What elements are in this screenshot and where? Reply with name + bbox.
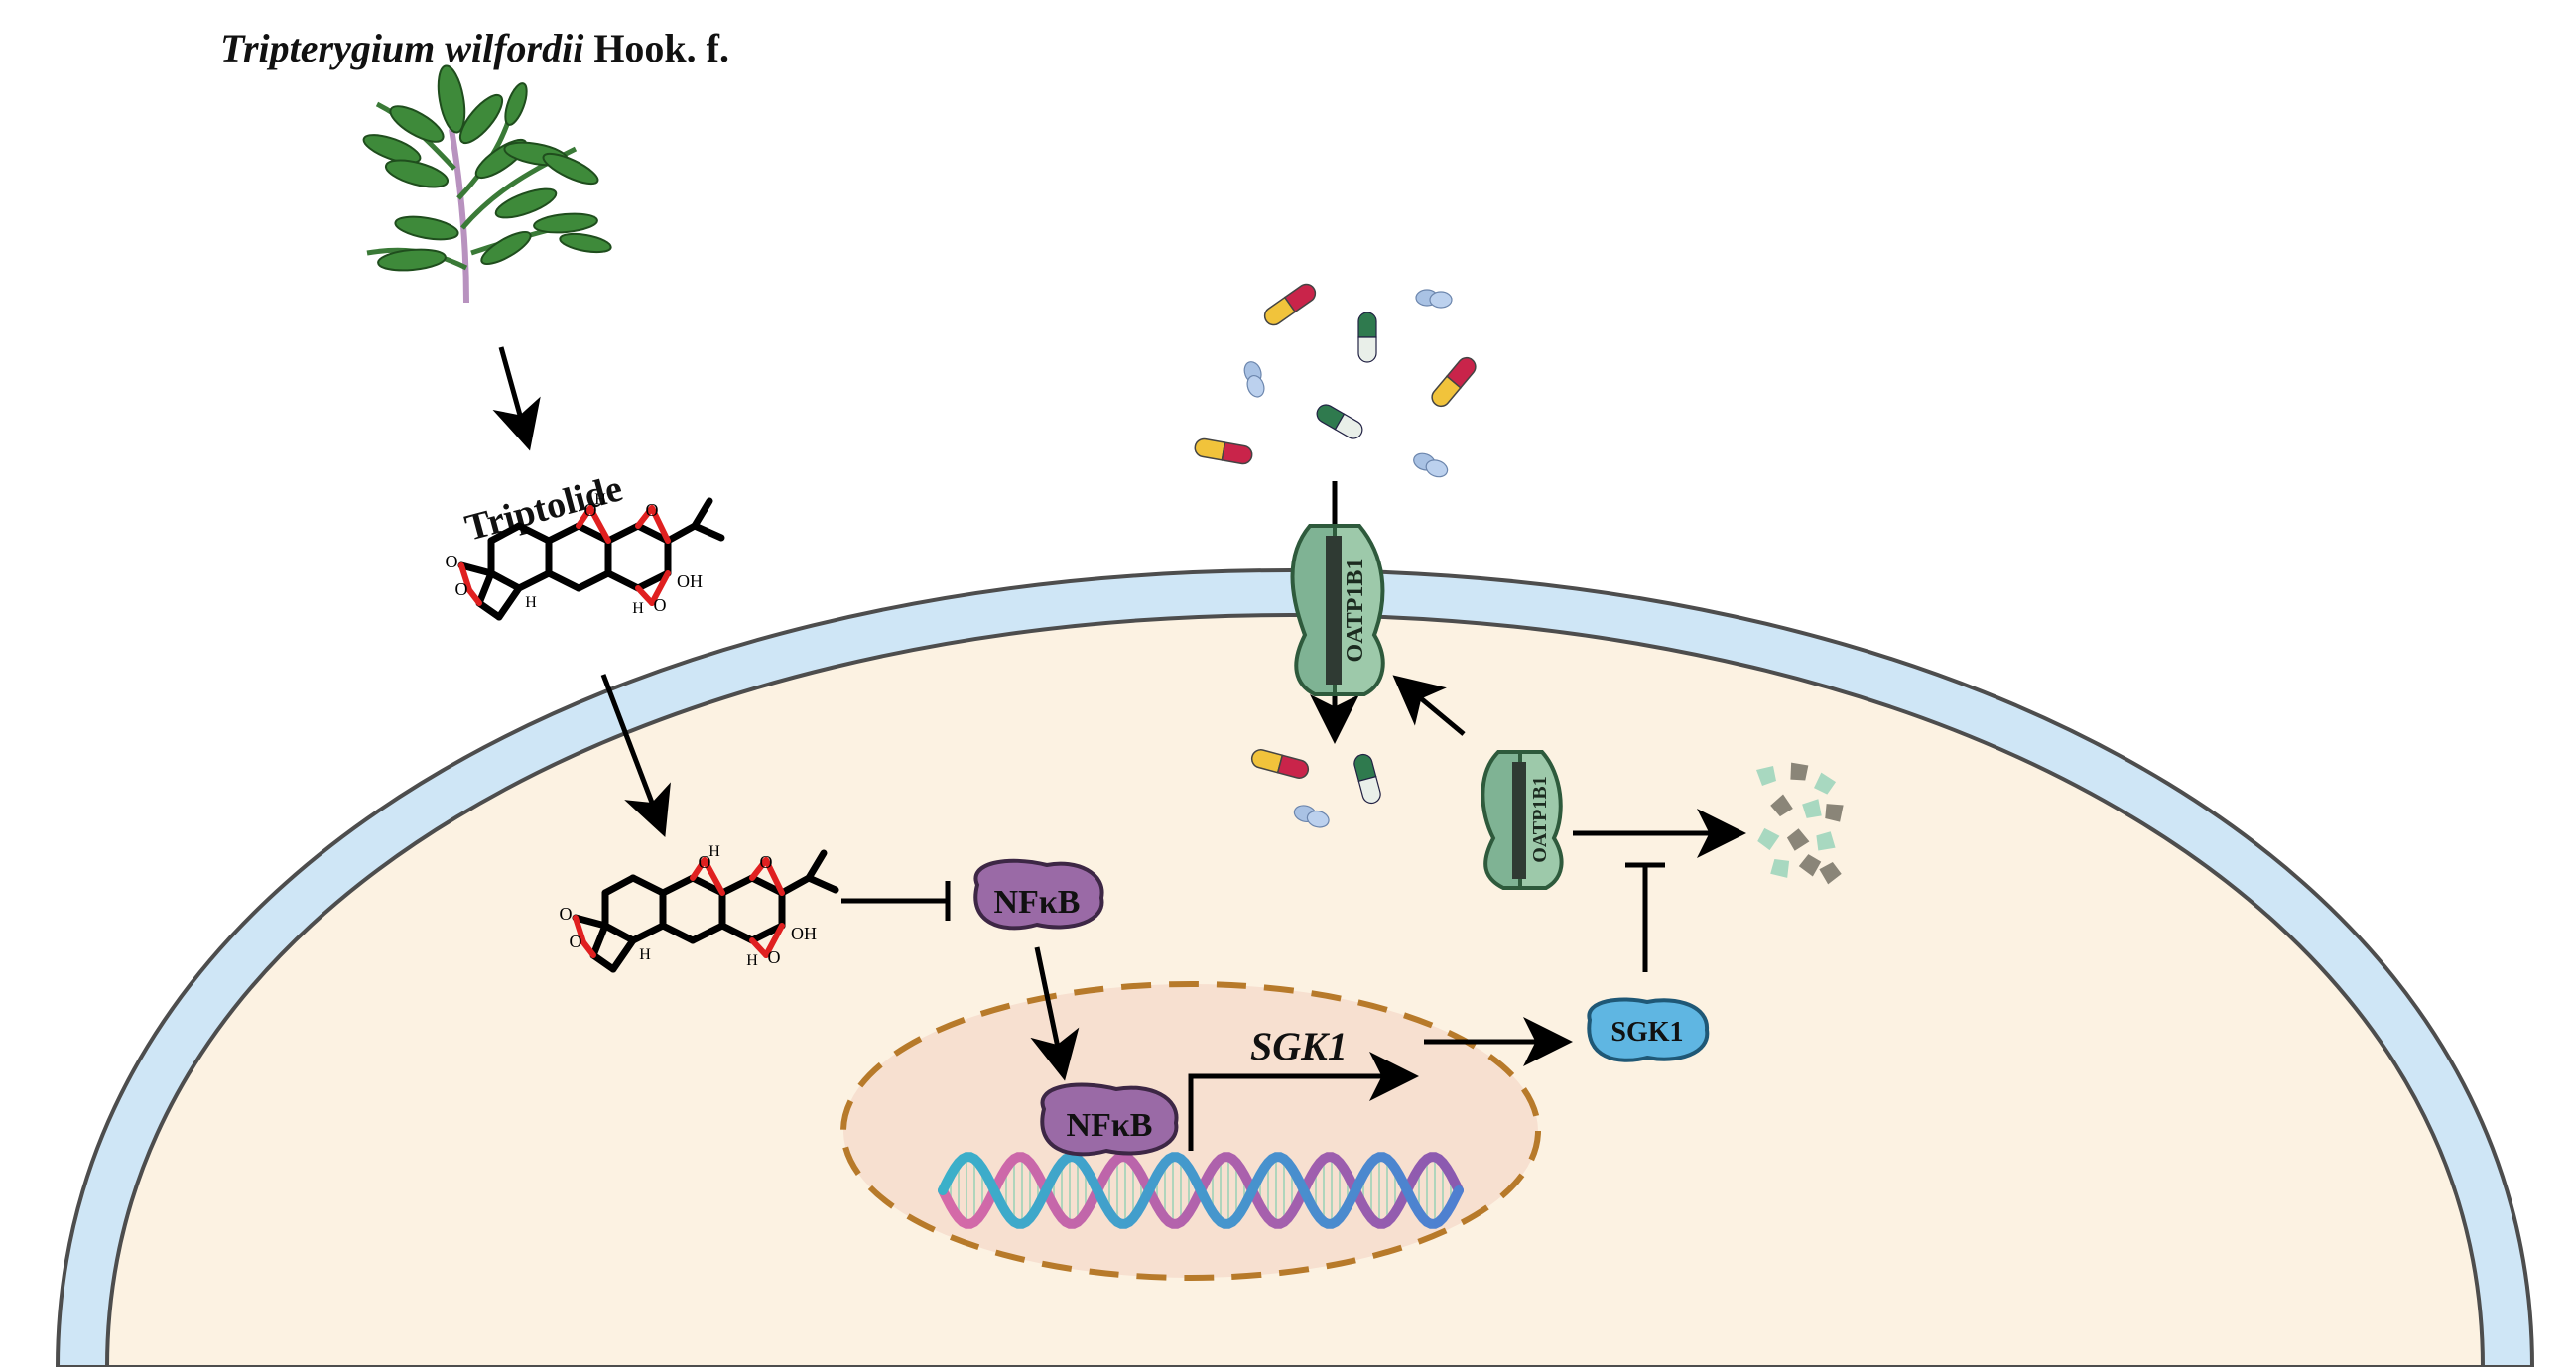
fragment [1770, 794, 1793, 817]
fragment [1814, 772, 1837, 795]
capsule-icon [1431, 356, 1477, 408]
plant-name: Tripterygium wilfordii Hook. f. [220, 26, 729, 70]
sgk1-kinase: SGK1 [1587, 997, 1710, 1062]
nfkb-nucleus-label: NFκB [1067, 1107, 1153, 1144]
inhibition-lines [841, 862, 1665, 972]
green-capsule-icon [1353, 753, 1381, 805]
pill-icon [1415, 289, 1453, 309]
oatp1b1-cytoplasmic-label: OATP1B1 [1529, 776, 1551, 862]
atom-label: O [768, 947, 781, 967]
fragment [1770, 859, 1790, 878]
atom-label: O [584, 500, 597, 520]
drug-molecules [1194, 283, 1477, 828]
atom-label: O [446, 552, 458, 571]
pill-icon [1413, 452, 1449, 478]
cell [55, 567, 2535, 1369]
atom-label: H [746, 952, 758, 969]
atom-label: OH [791, 924, 817, 943]
atom-label: H [639, 946, 651, 963]
capsule-icon [1250, 749, 1310, 779]
atom-label: O [699, 852, 711, 872]
atom-label: O [570, 932, 582, 951]
atom-label: O [646, 500, 659, 520]
nfkb-cytoplasm-label: NFκB [994, 884, 1081, 921]
dna-helix [938, 1152, 1464, 1229]
arrow-oatp-recycle-to-membrane [1392, 675, 1466, 736]
oatp1b1-membrane-label: OATP1B1 [1343, 559, 1368, 663]
fragment [1790, 762, 1809, 781]
atom-label: H [708, 843, 720, 860]
atom-label: H [525, 594, 537, 611]
atom-label: OH [677, 571, 703, 591]
fragment [1802, 799, 1822, 818]
nfkb-nucleus: NFκB [1040, 1082, 1179, 1157]
atom-label: O [455, 579, 468, 599]
green-capsule-icon [1316, 404, 1363, 439]
plant-icon [362, 64, 612, 304]
arrow-nfkb-to-nucleus [1030, 946, 1080, 1081]
fragment [1756, 766, 1776, 786]
fragment [1757, 827, 1780, 851]
oatp1b1-cytoplasmic-transporter: OATP1B1 [1481, 750, 1564, 890]
atom-label: H [632, 600, 644, 617]
capsule-icon [1194, 437, 1253, 465]
degradation-fragments [1756, 762, 1844, 885]
fragment [1816, 831, 1836, 851]
arrow-triptolide-into-cell [600, 674, 671, 838]
fragment [1825, 804, 1844, 822]
fragment [1798, 854, 1822, 877]
atom-label: O [654, 595, 667, 615]
green-capsule-icon [1357, 312, 1377, 363]
sgk1-kinase-label: SGK1 [1610, 1017, 1683, 1048]
arrow-sgk1-transcription [1188, 1052, 1419, 1151]
atom-label: O [760, 852, 773, 872]
arrow-plant-to-triptolide [492, 346, 541, 451]
pill-icon [1243, 361, 1265, 398]
nfkb-cytoplasm: NFκB [973, 858, 1104, 931]
atom-label: O [560, 904, 573, 924]
fragment [1786, 828, 1810, 851]
fragment [1819, 861, 1842, 885]
sgk1-gene-label: SGK1 [1250, 1024, 1348, 1068]
arrows [492, 346, 1746, 1151]
capsule-icon [1263, 283, 1317, 326]
pill-icon [1293, 805, 1330, 828]
atom-label: H [594, 491, 606, 508]
oatp1b1-membrane-transporter: OATP1B1 [1290, 524, 1385, 696]
